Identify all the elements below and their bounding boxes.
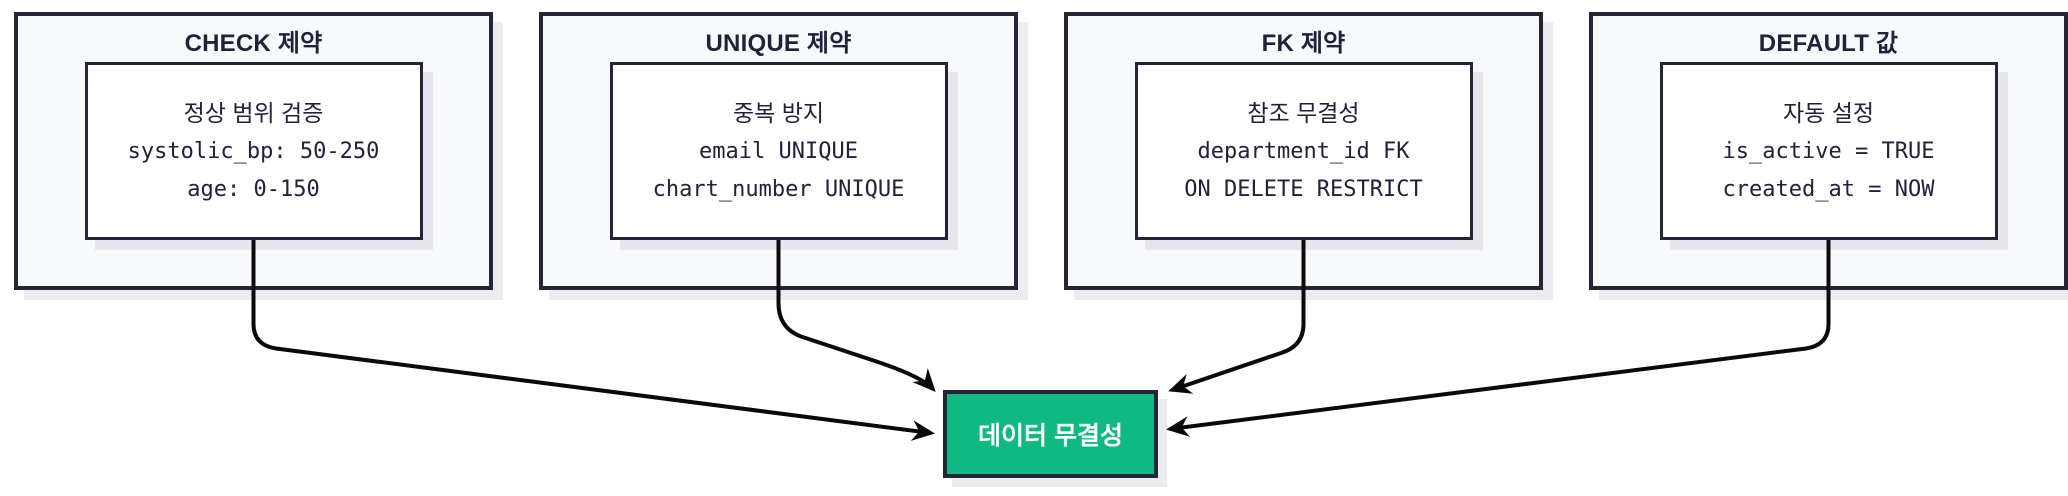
- constraint-example-line: created_at = NOW: [1722, 177, 1935, 202]
- constraint-box-title: CHECK 제약: [184, 30, 323, 57]
- constraint-detail-box: 참조 무결성 department_id FK ON DELETE RESTRI…: [1134, 62, 1473, 240]
- constraint-subtitle: 자동 설정: [1782, 100, 1875, 126]
- constraint-subtitle: 정상 범위 검증: [183, 100, 324, 126]
- constraint-box-default: DEFAULT 값 자동 설정 is_active = TRUE created…: [1589, 12, 2068, 290]
- constraint-example-line: chart_number UNIQUE: [652, 177, 905, 202]
- constraint-box-title: DEFAULT 값: [1758, 30, 1899, 57]
- constraint-box-fk: FK 제약 참조 무결성 department_id FK ON DELETE …: [1064, 12, 1543, 290]
- data-integrity-label: 데이터 무결성: [978, 422, 1123, 450]
- constraint-box-title: UNIQUE 제약: [705, 30, 852, 57]
- constraint-subtitle: 중복 방지: [732, 100, 825, 126]
- constraint-example-line: systolic_bp: 50-250: [127, 139, 380, 164]
- constraint-example-line: is_active = TRUE: [1722, 139, 1935, 164]
- constraint-example-line: email UNIQUE: [699, 139, 858, 164]
- constraint-box-unique: UNIQUE 제약 중복 방지 email UNIQUE chart_numbe…: [539, 12, 1018, 290]
- constraint-subtitle: 참조 무결성: [1247, 100, 1360, 126]
- constraint-detail-box: 정상 범위 검증 systolic_bp: 50-250 age: 0-150: [84, 62, 423, 240]
- constraint-detail-box: 자동 설정 is_active = TRUE created_at = NOW: [1659, 62, 1998, 240]
- constraint-box-title: FK 제약: [1261, 30, 1346, 57]
- constraint-example-line: department_id FK: [1197, 139, 1410, 164]
- constraint-example-line: age: 0-150: [187, 177, 320, 202]
- constraint-example-line: ON DELETE RESTRICT: [1184, 177, 1423, 202]
- constraint-detail-box: 중복 방지 email UNIQUE chart_number UNIQUE: [609, 62, 948, 240]
- constraint-box-check: CHECK 제약 정상 범위 검증 systolic_bp: 50-250 ag…: [14, 12, 493, 290]
- data-integrity-node: 데이터 무결성: [943, 390, 1158, 478]
